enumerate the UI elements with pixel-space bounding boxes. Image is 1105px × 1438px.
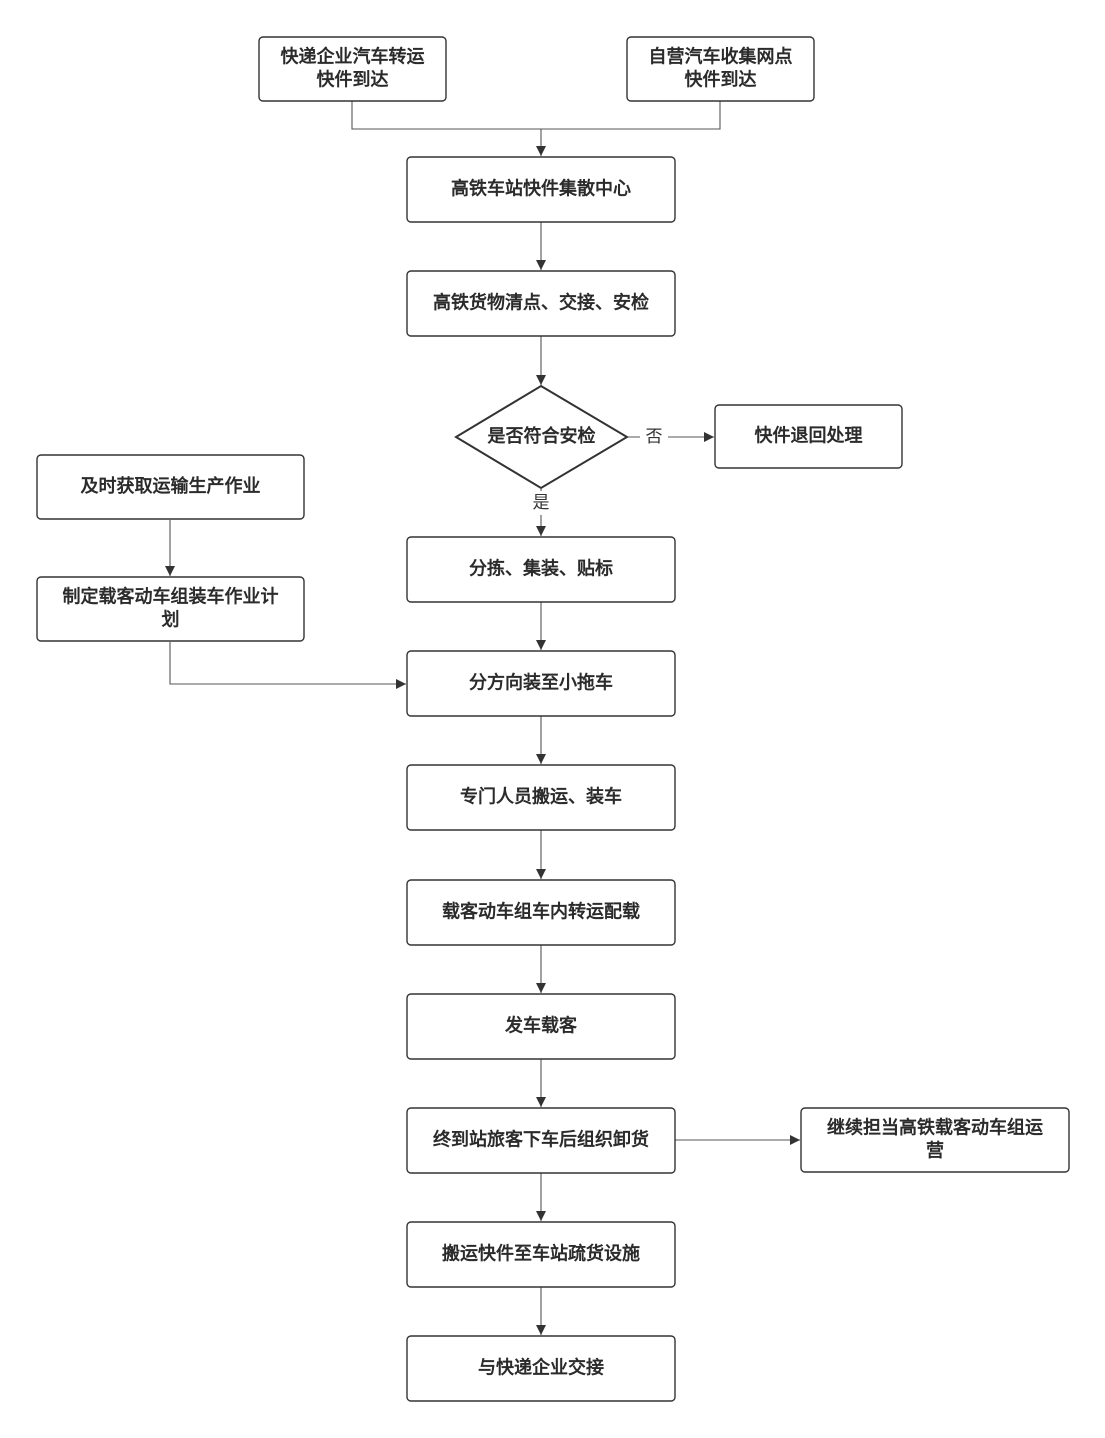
- node-label-line: 是否符合安检: [487, 425, 596, 447]
- node-label: 发车载客: [504, 1015, 578, 1037]
- node-label: 载客动车组车内转运配载: [442, 901, 640, 923]
- node-label-line: 快件到达: [685, 69, 757, 91]
- node-handover: 与快递企业交接: [406, 1335, 676, 1402]
- node-label-line: 高铁车站快件集散中心: [451, 178, 631, 200]
- node-label: 与快递企业交接: [478, 1357, 604, 1379]
- node-label: 快递企业汽车转运快件到达: [281, 46, 425, 91]
- node-label-line: 与快递企业交接: [478, 1357, 604, 1379]
- node-label-line: 专门人员搬运、装车: [460, 786, 622, 808]
- node-get-operations: 及时获取运输生产作业: [36, 454, 305, 520]
- node-load-trailers: 分方向装至小拖车: [406, 650, 676, 717]
- node-label: 专门人员搬运、装车: [460, 786, 622, 808]
- node-label-line: 发车载客: [504, 1015, 578, 1037]
- node-distribution-center: 高铁车站快件集散中心: [406, 156, 676, 223]
- node-inspection: 高铁货物清点、交接、安检: [406, 270, 676, 337]
- node-express-truck-arrival: 快递企业汽车转运快件到达: [258, 36, 447, 102]
- node-continue-service: 继续担当高铁载客动车组运营: [800, 1107, 1070, 1173]
- node-label: 继续担当高铁载客动车组运营: [827, 1117, 1043, 1162]
- node-label: 自营汽车收集网点快件到达: [649, 46, 793, 91]
- node-label: 分方向装至小拖车: [469, 672, 613, 694]
- node-label-line: 快件到达: [317, 69, 389, 91]
- node-label-line: 制定载客动车组装车作业计: [63, 586, 279, 608]
- node-label-line: 快件退回处理: [755, 425, 863, 447]
- edge-label-yes: 是: [533, 493, 550, 513]
- node-label: 搬运快件至车站疏货设施: [442, 1243, 640, 1265]
- node-label: 制定载客动车组装车作业计划: [63, 586, 279, 631]
- node-label: 高铁货物清点、交接、安检: [433, 292, 649, 314]
- node-loading-plan: 制定载客动车组装车作业计划: [36, 576, 305, 642]
- node-decision-security: 是否符合安检: [454, 384, 629, 490]
- node-label-line: 及时获取运输生产作业: [81, 475, 261, 497]
- node-label-line: 快递企业汽车转运: [281, 46, 425, 68]
- node-label: 及时获取运输生产作业: [81, 475, 261, 497]
- node-label-line: 营: [926, 1140, 944, 1162]
- edge-n1-merge: [351, 101, 541, 130]
- node-label: 终到站旅客下车后组织卸货: [433, 1129, 649, 1151]
- node-return-handling: 快件退回处理: [714, 404, 903, 469]
- node-label-line: 划: [162, 609, 180, 631]
- node-label-line: 终到站旅客下车后组织卸货: [433, 1129, 649, 1151]
- node-move-to-facility: 搬运快件至车站疏货设施: [406, 1221, 676, 1288]
- node-own-truck-arrival: 自营汽车收集网点快件到达: [626, 36, 815, 102]
- node-label: 高铁车站快件集散中心: [451, 178, 631, 200]
- edge-label-no: 否: [646, 427, 663, 447]
- node-label: 分拣、集装、贴标: [469, 558, 613, 580]
- node-label-line: 搬运快件至车站疏货设施: [442, 1243, 640, 1265]
- node-label-line: 高铁货物清点、交接、安检: [433, 292, 649, 314]
- edge-n2-merge: [541, 101, 721, 130]
- node-staff-loading: 专门人员搬运、装车: [406, 764, 676, 831]
- edge-labels: 否 是: [527, 425, 668, 515]
- node-label: 快件退回处理: [755, 425, 863, 447]
- node-label-line: 分方向装至小拖车: [469, 672, 613, 694]
- node-depart: 发车载客: [406, 993, 676, 1060]
- node-label-line: 继续担当高铁载客动车组运: [827, 1117, 1043, 1139]
- node-unload: 终到站旅客下车后组织卸货: [406, 1107, 676, 1174]
- edge-n8-n10: [169, 642, 406, 689]
- node-label: 是否符合安检: [487, 425, 596, 447]
- node-label-line: 载客动车组车内转运配载: [442, 901, 640, 923]
- node-sorting: 分拣、集装、贴标: [406, 536, 676, 603]
- node-label-line: 分拣、集装、贴标: [469, 558, 613, 580]
- node-onboard-transfer: 载客动车组车内转运配载: [406, 879, 676, 946]
- node-label-line: 自营汽车收集网点: [649, 46, 793, 68]
- nodes: 快递企业汽车转运快件到达 自营汽车收集网点快件到达 高铁车站快件集散中心 高铁货…: [36, 36, 1070, 1402]
